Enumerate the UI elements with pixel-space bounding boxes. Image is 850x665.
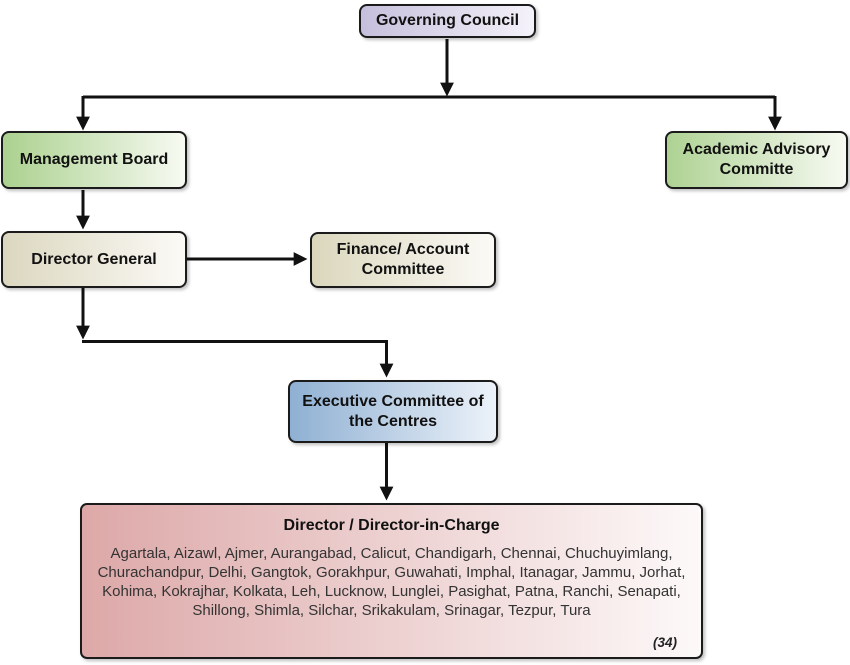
management-board-label: Management Board — [19, 151, 169, 169]
management-board-box: Management Board — [1, 131, 187, 189]
centres-count-badge: (34) — [652, 634, 677, 650]
director-in-charge-box: Director / Director-in-Charge Agartala, … — [80, 503, 703, 659]
finance-account-committee-box: Finance/ Account Committee — [310, 232, 496, 288]
edge-elbow-to-executive-committee — [82, 340, 394, 378]
governing-council-box: Governing Council — [359, 4, 536, 38]
academic-advisory-committe-label: Academic Advisory Committe — [682, 141, 831, 178]
director-general-box: Director General — [1, 231, 187, 288]
director-in-charge-centres-list: Agartala, Aizawl, Ajmer, Aurangabad, Cal… — [97, 544, 686, 619]
executive-committee-box: Executive Committee of the Centres — [288, 380, 498, 443]
director-in-charge-title: Director / Director-in-Charge — [283, 517, 500, 534]
executive-committee-label: Executive Committee of the Centres — [302, 392, 484, 430]
governing-council-label: Governing Council — [375, 12, 520, 30]
director-general-label: Director General — [31, 250, 157, 268]
academic-advisory-committe-box: Academic Advisory Committe — [665, 131, 848, 189]
finance-account-committee-label: Finance/ Account Committee — [336, 241, 470, 278]
